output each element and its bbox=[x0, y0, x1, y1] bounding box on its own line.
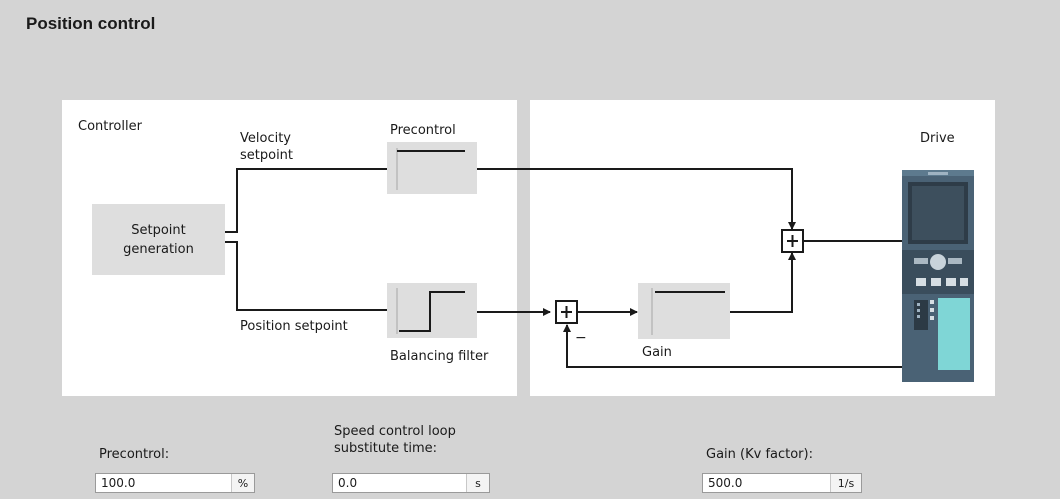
feedback-line bbox=[567, 325, 903, 367]
velocity-signal-line bbox=[225, 169, 387, 232]
speed-loop-unit: s bbox=[466, 474, 489, 492]
precontrol-field-label: Precontrol: bbox=[99, 446, 169, 463]
precontrol-field[interactable]: 100.0 % bbox=[95, 473, 255, 493]
precontrol-block bbox=[387, 142, 477, 194]
summation-top bbox=[782, 230, 803, 252]
gain-field[interactable]: 500.0 1/s bbox=[702, 473, 862, 493]
position-signal-line bbox=[225, 242, 387, 310]
gain-block bbox=[638, 283, 730, 339]
drive-image bbox=[902, 170, 974, 382]
summation-bottom bbox=[556, 301, 577, 323]
speed-loop-value[interactable]: 0.0 bbox=[333, 476, 466, 490]
speed-loop-field[interactable]: 0.0 s bbox=[332, 473, 490, 493]
gain-output-line bbox=[730, 253, 792, 312]
precontrol-value[interactable]: 100.0 bbox=[96, 476, 231, 490]
speed-loop-field-label: Speed control loop substitute time: bbox=[334, 423, 456, 457]
gain-field-label: Gain (Kv factor): bbox=[706, 446, 813, 463]
precontrol-unit: % bbox=[231, 474, 254, 492]
gain-unit: 1/s bbox=[830, 474, 861, 492]
balancing-filter-block bbox=[387, 283, 477, 338]
precontrol-output-line bbox=[477, 169, 792, 229]
gain-value[interactable]: 500.0 bbox=[703, 476, 830, 490]
